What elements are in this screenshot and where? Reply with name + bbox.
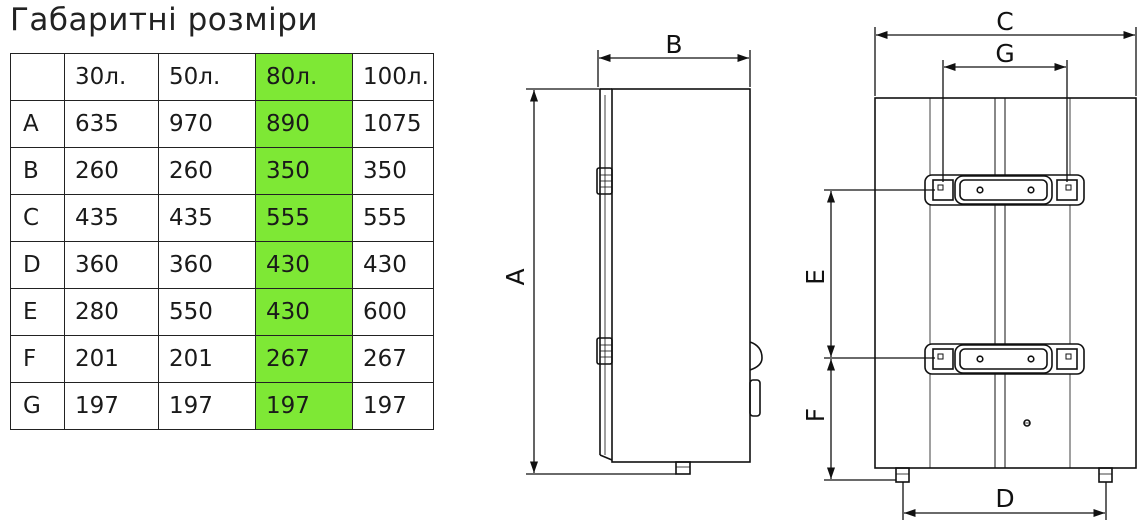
dimension-label-g: G	[995, 39, 1014, 68]
side-view	[596, 88, 763, 475]
table-header-row: 30л. 50л. 80л. 100л.	[10, 53, 434, 101]
side-body	[611, 88, 751, 463]
table-cell: 280	[64, 288, 159, 336]
front-view	[874, 97, 1137, 483]
header-cell	[10, 53, 65, 101]
table-cell: 197	[352, 382, 434, 430]
row-label: E	[10, 288, 65, 336]
side-knob	[749, 341, 763, 371]
table-row: B 260 260 350 350	[10, 147, 434, 195]
dimension-f	[824, 359, 896, 481]
table-cell: 550	[158, 288, 256, 336]
front-pipe-right	[1098, 467, 1113, 483]
header-cell-80l: 80л.	[255, 53, 353, 101]
header-cell-30l: 30л.	[64, 53, 159, 101]
table-cell-highlighted: 267	[255, 335, 353, 383]
dimensions-table: 30л. 50л. 80л. 100л. A 635 970 890 1075 …	[10, 53, 434, 430]
table-row: E 280 550 430 600	[10, 288, 434, 336]
dimension-e	[824, 189, 935, 359]
dimension-label-e: E	[801, 269, 830, 285]
dimension-label-c: C	[996, 7, 1013, 36]
table-cell-highlighted: 197	[255, 382, 353, 430]
side-pipe	[675, 461, 691, 475]
table-row: A 635 970 890 1075	[10, 100, 434, 148]
dimension-d	[902, 482, 1107, 520]
table-cell: 600	[352, 288, 434, 336]
dimension-label-b: B	[665, 30, 682, 59]
header-cell-50l: 50л.	[158, 53, 256, 101]
table-cell: 267	[352, 335, 434, 383]
table-cell: 1075	[352, 100, 434, 148]
page-title: Габаритні розміри	[10, 2, 319, 38]
table-cell: 197	[158, 382, 256, 430]
table-cell: 970	[158, 100, 256, 148]
table-cell: 197	[64, 382, 159, 430]
table-cell-highlighted: 430	[255, 241, 353, 289]
table-row: F 201 201 267 267	[10, 335, 434, 383]
table-cell: 260	[64, 147, 159, 195]
dimension-label-a: A	[501, 268, 530, 285]
dimension-label-d: D	[995, 484, 1014, 513]
table-cell: 360	[158, 241, 256, 289]
header-cell-100l: 100л.	[352, 53, 434, 101]
row-label: B	[10, 147, 65, 195]
table-cell: 555	[352, 194, 434, 242]
table-cell: 201	[64, 335, 159, 383]
dimension-c	[874, 27, 1137, 96]
table-cell: 350	[352, 147, 434, 195]
row-label: F	[10, 335, 65, 383]
front-pipe-left	[895, 467, 910, 483]
dimension-b	[597, 50, 751, 87]
dimension-label-f: F	[801, 408, 830, 422]
dimension-a	[526, 88, 676, 475]
row-label: A	[10, 100, 65, 148]
table-cell-highlighted: 890	[255, 100, 353, 148]
table-cell-highlighted: 350	[255, 147, 353, 195]
table-row: G 197 197 197 197	[10, 382, 434, 430]
row-label: G	[10, 382, 65, 430]
row-label: D	[10, 241, 65, 289]
side-knob-lower	[749, 379, 761, 417]
front-bracket-bottom	[924, 343, 1085, 375]
table-cell: 260	[158, 147, 256, 195]
dimension-g	[942, 60, 1068, 182]
table-cell: 635	[64, 100, 159, 148]
table-cell: 435	[158, 194, 256, 242]
table-cell: 201	[158, 335, 256, 383]
table-cell-highlighted: 430	[255, 288, 353, 336]
front-bracket-top	[924, 174, 1085, 206]
